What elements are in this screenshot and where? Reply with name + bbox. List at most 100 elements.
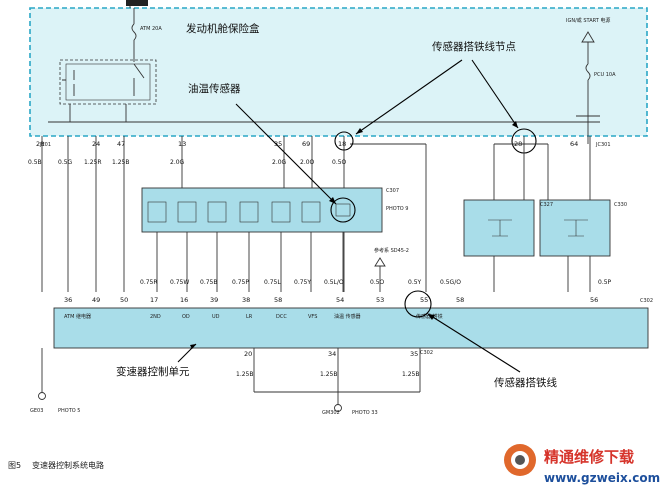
tcu-bottom-wire-code: 1.25B	[402, 371, 419, 378]
ground-node-arrowhead-right	[512, 121, 518, 128]
sensor-ground-wire-label: 传感器搭铁线	[494, 376, 557, 389]
oil-temp-sensor-label: 油温传感器	[188, 82, 241, 95]
tcu-pin: 38	[242, 296, 250, 304]
fuse-pin: 35	[274, 140, 282, 148]
fuse-wire-code: 0.5B	[28, 159, 42, 166]
pulse-sensor-a-symbol	[488, 219, 512, 237]
tcu-pin: 50	[120, 296, 128, 304]
gm302-label: GM302	[322, 410, 340, 416]
fuse-pin: 69	[302, 140, 310, 148]
photo5-ref: PHOTO 5	[58, 408, 80, 414]
jc301-label: JC301	[595, 142, 611, 148]
fuse-wire-code: 2.0G	[170, 159, 185, 166]
pulse-sensor-b	[539, 199, 611, 257]
tcu-bottom-pin: 20	[244, 350, 252, 358]
pcu-fuse-label: PCU 10A	[594, 72, 616, 78]
ign-note: IGN/或 START 电源	[566, 17, 610, 24]
fuse-pin: 18	[338, 140, 346, 148]
tcu-signal: UD	[212, 314, 220, 320]
watermark: 精通维修下载 www.gzweix.com	[504, 444, 660, 485]
solenoid-wire-code: 0.5P	[598, 279, 612, 286]
c330-label: C330	[614, 202, 627, 208]
figure-number: 图5	[8, 461, 21, 470]
pulse-sensor-b-symbol	[564, 219, 588, 237]
solenoid-wire-code: 0.5G/O	[440, 279, 461, 286]
je01-label: JE01	[39, 142, 51, 148]
ge03-label: GE03	[30, 408, 43, 414]
ground-node-callout-right	[471, 59, 519, 129]
tcu-pin: 55	[420, 296, 428, 304]
atm-fuse-symbol	[131, 23, 137, 41]
atm-relay-switch	[133, 63, 145, 96]
c307-label: C307	[386, 188, 399, 194]
tcu-signal: 传感器 搭铁	[416, 313, 443, 320]
fuse-wire-code: 1.25R	[84, 159, 102, 166]
tcu-signal: 油温 传感器	[334, 313, 361, 320]
solenoid-wire-code: 0.5O	[370, 279, 385, 286]
tcu-pin: 16	[180, 296, 188, 304]
ground-node-callout-left	[355, 59, 463, 135]
tcu-signal: 2ND	[150, 314, 161, 320]
solenoid-wire-code: 0.75P	[232, 279, 249, 286]
watermark-title: 精通维修下载	[544, 448, 634, 466]
fuse-wire-code: 2.0G	[272, 159, 287, 166]
solenoid-coil	[177, 201, 197, 223]
fuse-wire-code: 1.25B	[112, 159, 129, 166]
ground-left-icon	[38, 392, 46, 400]
oil-temp-sensor-circle	[330, 197, 356, 223]
oil-temp-arrowhead	[329, 197, 336, 204]
sensor-ground-wire-callout	[427, 313, 521, 373]
photo9-ref: PHOTO 9	[386, 206, 408, 212]
reference-arrow-icon	[374, 257, 386, 267]
sensor-ground-wire-circle	[404, 290, 432, 318]
tcu-bottom-wire-code: 1.25B	[236, 371, 253, 378]
tcu-signal: VFS	[308, 314, 317, 320]
solenoid-wire-code: 0.75W	[170, 279, 189, 286]
solenoid-coil	[147, 201, 167, 223]
fuse-box-outline	[29, 7, 648, 137]
tcu-bottom-pin: 35	[410, 350, 418, 358]
watermark-url: www.gzweix.com	[544, 471, 660, 485]
ground-center-icon	[334, 404, 342, 412]
tcu-pin: 39	[210, 296, 218, 304]
oil-temp-callout-line	[235, 103, 337, 205]
fuse-wire-code: 0.5G	[58, 159, 73, 166]
fuse-pin: 64	[570, 140, 578, 148]
solenoid-coils	[147, 201, 321, 223]
pcu-fuse-symbol	[585, 63, 591, 81]
tcu-signal: ATM 继电器	[64, 313, 91, 320]
tcu-pin: 56	[590, 296, 598, 304]
fuse-pin: 47	[117, 140, 125, 148]
tcu-pin: 53	[376, 296, 384, 304]
ground-node-arrowhead-left	[356, 128, 363, 134]
c327-label: C327	[540, 202, 553, 208]
atm-relay-inner	[65, 63, 151, 101]
reference-note: 参考系 SD45-2	[374, 247, 409, 254]
solenoid-valve-block	[141, 187, 383, 233]
solenoid-output-wires	[156, 232, 344, 292]
fuse-wire-code: 2.0O	[300, 159, 315, 166]
fuse-wire-code: 0.5O	[332, 159, 347, 166]
atm-relay-outline	[59, 59, 157, 105]
solenoid-coil	[271, 201, 291, 223]
sensor-ground-wire-arrowhead	[428, 314, 435, 320]
watermark-logo-hub	[515, 455, 525, 465]
tcu-pin: 58	[274, 296, 282, 304]
atm-relay-coil	[62, 70, 75, 96]
c302-bottom-label: C302	[420, 350, 433, 356]
battery-terminal	[126, 0, 148, 6]
c302-label: C302	[640, 298, 653, 304]
solenoid-coil	[239, 201, 259, 223]
solenoid-coil	[207, 201, 227, 223]
tcu-pin: 49	[92, 296, 100, 304]
tcu-block	[53, 307, 649, 349]
tcu-signal: LR	[246, 314, 253, 320]
solenoid-wire-code: 0.5Y	[408, 279, 422, 286]
tcu-pin: 54	[336, 296, 344, 304]
sensor-ground-node-circle-left	[334, 131, 354, 151]
solenoid-wire-code: 0.5L/O	[324, 279, 344, 286]
atm-fuse-label: ATM 20A	[140, 26, 162, 32]
tcu-label: 变速器控制单元	[116, 365, 190, 378]
photo33-ref: PHOTO 33	[352, 410, 378, 416]
